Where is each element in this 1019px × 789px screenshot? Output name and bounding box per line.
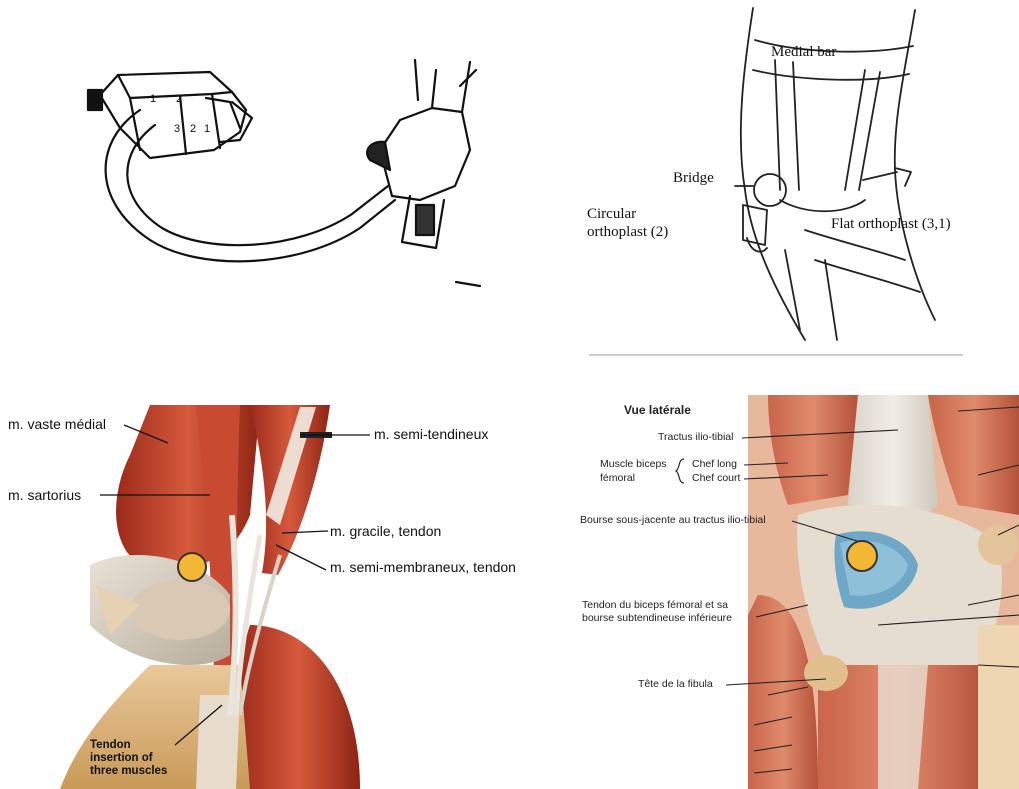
label-tendon-biceps-line1: Tendon du biceps fémoral et sa [582,599,728,611]
label-tendon-line3: three muscles [90,765,167,778]
lateral-knee-anatomy: Vue latérale Tractus ilio-tibial Muscle … [578,395,1019,789]
label-sartorius: m. sartorius [8,487,81,503]
label-muscle-biceps-line2: fémoral [600,472,635,484]
label-medial-bar: Medial bar [771,44,836,61]
numeral-3: 3 [174,123,180,135]
label-tendon-line1: Tendon [90,739,131,752]
label-chef-long: Chef long [692,458,737,470]
label-vue-laterale: Vue latérale [624,403,691,417]
numeral-2b: 2 [190,123,196,135]
label-bourse: Bourse sous-jacente au tractus ilio-tibi… [580,514,766,526]
knee-brace-illustration: Medial bar Bridge Circular orthoplast (2… [575,0,975,360]
lateral-anatomy-drawing [578,395,1019,789]
label-semi-membraneux: m. semi-membraneux, tendon [330,559,516,575]
numeral-1: 1 [150,93,156,105]
brace-device-illustration: 1 2 3 2 1 [0,0,509,330]
injury-marker [178,553,206,581]
label-tractus: Tractus ilio-tibial [658,431,733,443]
label-tete-fibula: Tête de la fibula [638,678,713,690]
numeral-2: 2 [176,93,182,105]
label-vaste-medial: m. vaste médial [8,416,106,432]
curved-bar [106,110,395,261]
right-clamp [380,108,470,200]
brace-device-drawing: 1 2 3 2 1 [0,0,509,330]
label-bridge: Bridge [673,170,714,187]
label-chef-court: Chef court [692,472,740,484]
label-muscle-biceps-line1: Muscle biceps [600,458,667,470]
label-circular-line1: Circular [587,206,636,223]
label-tendon-biceps-line2: bourse subtendineuse inférieure [582,612,732,624]
injury-marker [847,541,877,571]
numeral-1b: 1 [204,123,210,135]
label-flat-orthoplast: Flat orthoplast (3,1) [831,216,951,233]
block-housing [100,72,246,158]
label-gracile: m. gracile, tendon [330,523,441,539]
label-tendon-line2: insertion of [90,752,153,765]
label-semi-tendineux: m. semi-tendineux [374,426,488,442]
tractus-ilio-tibial [848,395,938,520]
medial-anatomy-drawing [0,395,560,789]
label-circular-line2: orthoplast (2) [587,224,668,241]
medial-knee-anatomy: m. vaste médial m. sartorius m. semi-ten… [0,395,560,789]
